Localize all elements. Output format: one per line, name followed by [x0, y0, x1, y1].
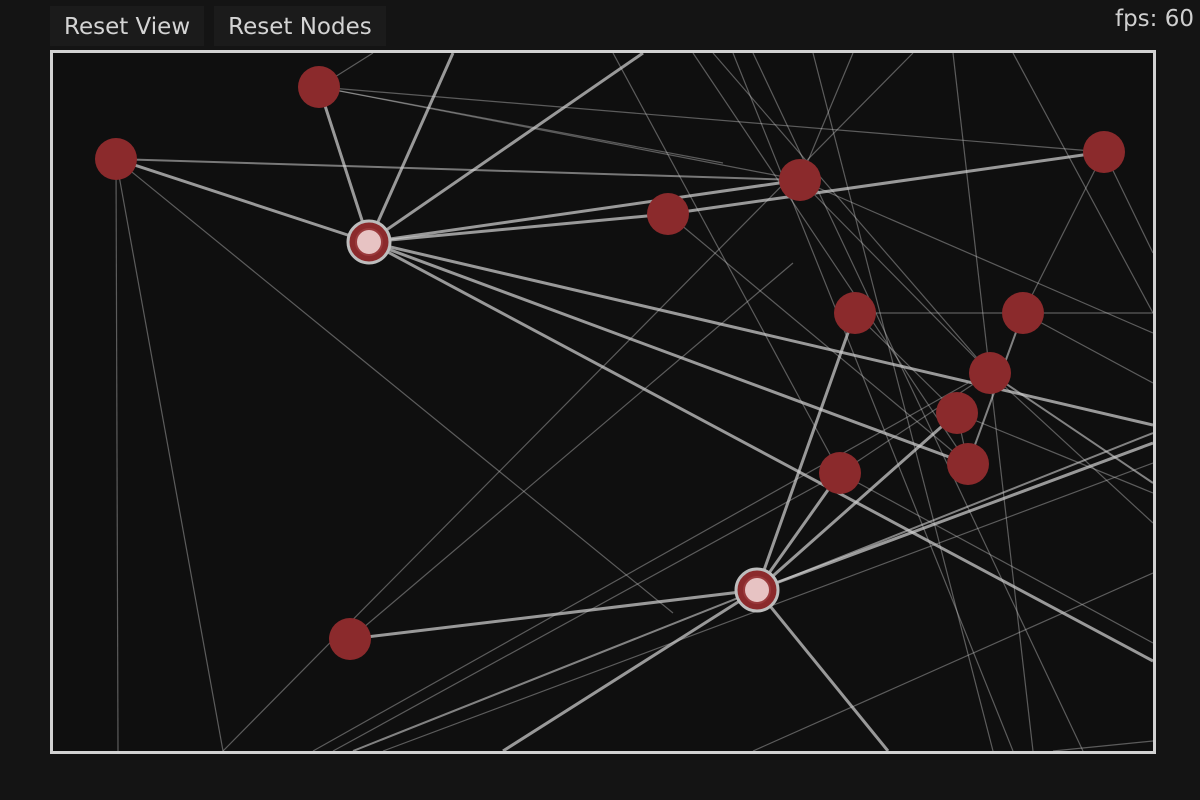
fps-counter: fps: 60 — [1114, 6, 1194, 32]
edge — [956, 412, 1153, 494]
edge — [612, 53, 841, 474]
edge — [368, 178, 801, 244]
edge — [667, 150, 1105, 216]
edge — [756, 441, 1153, 592]
edge — [502, 588, 758, 751]
edge — [115, 158, 224, 751]
edge — [367, 53, 455, 243]
edge — [115, 158, 119, 751]
graph-node[interactable] — [647, 193, 689, 235]
edge — [368, 212, 669, 244]
edge — [839, 372, 991, 474]
edge — [318, 86, 724, 164]
edge — [712, 53, 991, 374]
edge — [368, 240, 1153, 427]
edge — [1052, 740, 1153, 751]
edge — [854, 312, 958, 414]
edge — [312, 382, 969, 751]
edge — [368, 53, 644, 244]
selected-node-core — [355, 228, 383, 256]
edge — [989, 372, 1153, 484]
edge — [1012, 53, 1153, 314]
edge — [317, 86, 371, 243]
edge — [799, 179, 1153, 334]
edge — [952, 53, 1034, 751]
edge — [756, 411, 958, 592]
edge — [1022, 312, 1153, 384]
edge — [349, 262, 794, 640]
graph-canvas[interactable] — [50, 50, 1156, 754]
edge — [318, 86, 801, 181]
edge — [755, 312, 857, 591]
edge — [368, 240, 969, 466]
selected-node-core — [743, 576, 771, 604]
edge — [799, 179, 991, 374]
graph-svg[interactable] — [53, 53, 1153, 751]
nodes-layer — [95, 66, 1125, 660]
edge — [732, 53, 1014, 751]
selected-node[interactable] — [346, 219, 392, 265]
edges-layer — [115, 53, 1153, 751]
edge — [755, 589, 890, 751]
edge — [318, 86, 1105, 153]
graph-node[interactable] — [1083, 131, 1125, 173]
graph-node[interactable] — [95, 138, 137, 180]
graph-node[interactable] — [329, 618, 371, 660]
graph-node[interactable] — [834, 292, 876, 334]
edge — [839, 472, 1153, 644]
graph-node[interactable] — [779, 159, 821, 201]
edge — [115, 158, 801, 181]
edge — [667, 213, 969, 465]
edge — [752, 572, 1153, 751]
graph-node[interactable] — [969, 352, 1011, 394]
edge — [812, 53, 994, 751]
edge — [799, 53, 854, 181]
graph-node[interactable] — [1002, 292, 1044, 334]
edge — [332, 472, 841, 751]
edge — [1022, 151, 1105, 314]
edge — [989, 372, 1153, 524]
reset-view-button[interactable]: Reset View — [50, 6, 205, 46]
edge — [115, 157, 370, 244]
graph-node[interactable] — [298, 66, 340, 108]
selected-node[interactable] — [734, 567, 780, 613]
graph-node[interactable] — [936, 392, 978, 434]
graph-node[interactable] — [819, 452, 861, 494]
edge — [368, 240, 1153, 663]
edge — [692, 53, 969, 465]
reset-nodes-button[interactable]: Reset Nodes — [214, 6, 386, 46]
toolbar: Reset View Reset Nodes — [50, 6, 386, 46]
edge — [115, 158, 674, 614]
graph-node[interactable] — [947, 443, 989, 485]
edge — [349, 588, 758, 641]
edge — [755, 472, 842, 591]
